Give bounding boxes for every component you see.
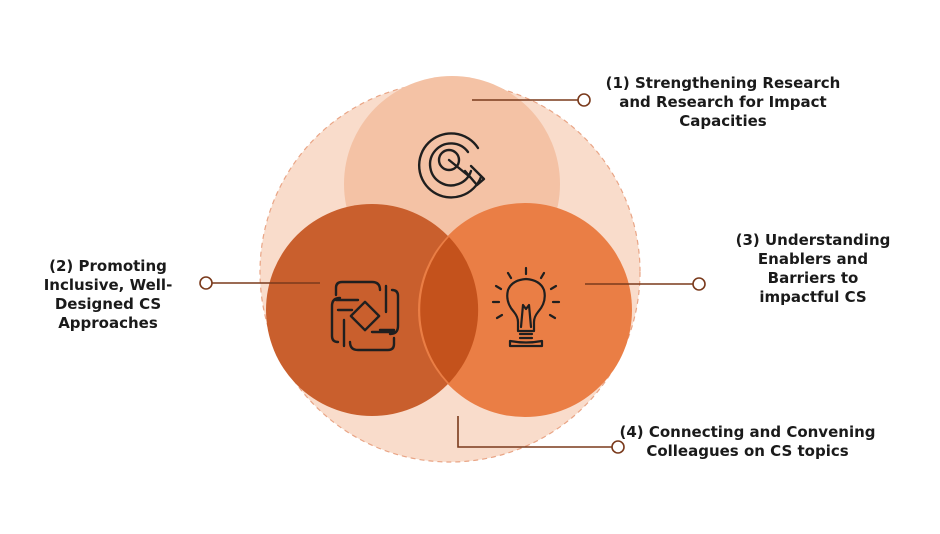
focus-area-2-label: (2) Promoting Inclusive, Well- Designed …	[43, 257, 173, 332]
lightbulb-icon	[491, 266, 561, 348]
connector-dot-4	[611, 440, 625, 454]
overlap-region	[420, 237, 479, 383]
focus-area-4-label: (4) Connecting and Convening Colleagues …	[619, 423, 876, 460]
focus-area-1-label: (1) Strengthening Research and Research …	[605, 74, 841, 130]
connector-dot-1	[577, 93, 591, 107]
connector-dot-2	[199, 276, 213, 290]
connector-line-4	[457, 416, 612, 448]
focus-area-3-label: (3) Understanding Enablers and Barriers …	[735, 231, 891, 306]
joined-hands-icon	[330, 280, 400, 352]
target-icon	[417, 132, 486, 199]
right-circle	[418, 203, 632, 417]
connector-dot-3	[692, 277, 706, 291]
